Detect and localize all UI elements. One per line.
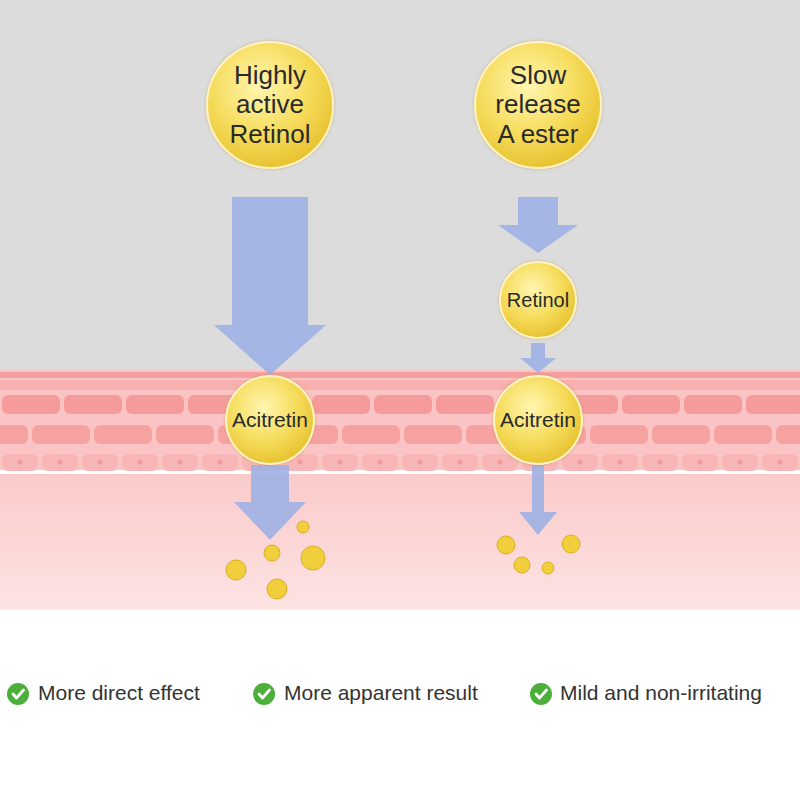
- node-text: Highly active Retinol: [220, 61, 320, 148]
- release-arrows: [234, 465, 557, 540]
- stratum-layer: [0, 380, 800, 390]
- ingredient-circle: Acitretin: [493, 375, 583, 465]
- dermis: [0, 474, 800, 610]
- cell-row: [0, 452, 800, 474]
- diffusion-arrow: [498, 197, 578, 253]
- node-text: Retinol: [507, 289, 569, 311]
- ingredient-circle: Highly active Retinol: [206, 41, 334, 169]
- cell-row: [0, 393, 800, 419]
- cell-row: [0, 423, 800, 449]
- benefit-label: Mild and non-irritating: [560, 681, 762, 705]
- check-icon: [253, 683, 275, 705]
- check-icon: [530, 683, 552, 705]
- check-icon: [7, 683, 29, 705]
- down-arrow: [234, 465, 306, 540]
- droplets: [226, 521, 580, 599]
- ingredient-circle: Slow release A ester: [474, 41, 602, 169]
- skin-surface: [0, 372, 800, 378]
- down-arrow: [519, 465, 557, 535]
- node-text: Slow release A ester: [488, 61, 588, 148]
- air-background: [0, 0, 800, 372]
- node-text: Acitretin: [500, 408, 576, 432]
- ingredient-circle: Acitretin: [225, 375, 315, 465]
- diffusion-arrow: [520, 343, 556, 373]
- benefit-label: More direct effect: [38, 681, 200, 705]
- ingredient-circle: Retinol: [499, 261, 577, 339]
- diffusion-arrow: [214, 197, 326, 375]
- node-text: Acitretin: [232, 408, 308, 432]
- benefit-label: More apparent result: [284, 681, 478, 705]
